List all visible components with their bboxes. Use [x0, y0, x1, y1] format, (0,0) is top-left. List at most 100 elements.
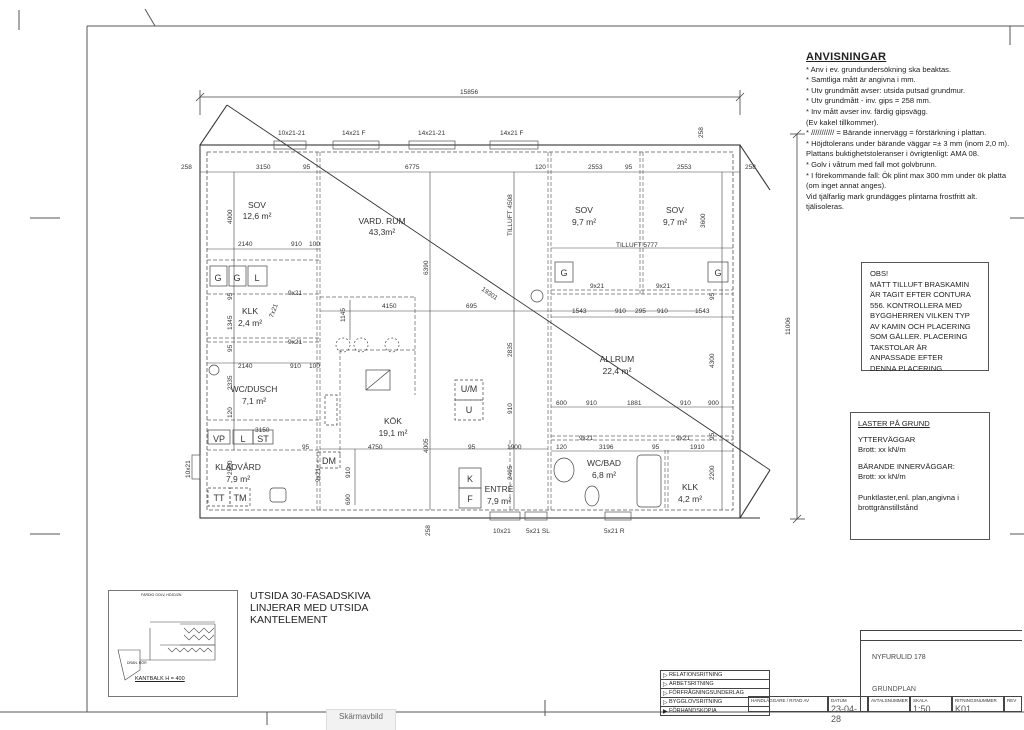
svg-text:3150: 3150 [256, 164, 271, 171]
room-area: 9,7 m² [663, 217, 687, 227]
detail-caption: KANTBALK H = 400 [135, 676, 185, 682]
door-label: 9x21 [288, 339, 302, 346]
laster-title: LASTER PÅ GRUND [858, 419, 930, 428]
avtalsnummer-field: AVTALSNUMMER [868, 696, 910, 712]
kantbalk-detail: KANTBALK H = 400 FÄRDIG GOLV, HÖJD/ZN DR… [108, 590, 238, 697]
svg-text:95: 95 [302, 444, 310, 451]
svg-text:910: 910 [657, 308, 668, 315]
fixture-label: G [560, 268, 567, 278]
svg-text:100: 100 [309, 241, 320, 248]
room-name: KLK [242, 306, 258, 316]
room-name: ENTRÉ [485, 484, 514, 494]
svg-text:120: 120 [535, 164, 546, 171]
svg-text:95: 95 [227, 292, 234, 300]
fixture-label: L [240, 434, 245, 444]
detail-label-top: FÄRDIG GOLV, HÖJD/ZN [141, 593, 182, 597]
window-label: 10x21 [185, 460, 192, 478]
svg-text:910: 910 [615, 308, 626, 315]
room-area: 2,4 m² [238, 318, 262, 328]
room-area: 4,2 m² [678, 494, 702, 504]
room-name: KLÄDVÅRD [215, 462, 261, 472]
room-area: 19,1 m² [379, 428, 408, 438]
svg-text:2500: 2500 [227, 460, 234, 475]
svg-text:3196: 3196 [599, 444, 614, 451]
door-label: 7x21 [268, 303, 280, 319]
svg-text:6390: 6390 [423, 260, 430, 275]
svg-text:910: 910 [507, 403, 514, 414]
fixture-label: G [714, 268, 721, 278]
svg-text:4750: 4750 [368, 444, 383, 451]
svg-text:1900: 1900 [507, 444, 522, 451]
svg-text:295: 295 [635, 308, 646, 315]
svg-text:910: 910 [291, 241, 302, 248]
room-name: SOV [575, 205, 593, 215]
room-name: WC/BAD [587, 458, 621, 468]
svg-text:258: 258 [181, 164, 192, 171]
window-label: 5x21 R [604, 528, 625, 535]
svg-text:695: 695 [466, 303, 477, 310]
room-name: WC/DUSCH [231, 384, 278, 394]
screenshot-tooltip: Skärmavbild [326, 709, 396, 730]
svg-text:TILLUFT 5777: TILLUFT 5777 [616, 242, 658, 249]
svg-text:2553: 2553 [588, 164, 603, 171]
fixture-label: TM [234, 493, 247, 503]
svg-text:1881: 1881 [627, 400, 642, 407]
svg-text:258: 258 [745, 164, 756, 171]
window-label: 14x21 F [500, 130, 524, 137]
room-area: 7,1 m² [242, 396, 266, 406]
svg-text:690: 690 [345, 494, 352, 505]
door-label: 9x21 [656, 283, 670, 290]
svg-text:95: 95 [709, 292, 716, 300]
fixture-label: U [466, 405, 473, 415]
drawing-title: GRUNDPLAN [872, 686, 916, 693]
window-label: 14x21 F [342, 130, 366, 137]
fixture-label: K [467, 474, 473, 484]
svg-text:2495: 2495 [507, 465, 514, 480]
project-name: NYFURULID 178 [872, 654, 926, 661]
room-name: VARD. RUM [358, 216, 405, 226]
svg-text:1910: 1910 [690, 444, 705, 451]
fixture-label: TT [214, 493, 225, 503]
window-label: 10x21-21 [278, 130, 305, 137]
title-block: NYFURULID 178 GRUNDPLAN ▷RELATIONSRITNIN… [660, 630, 1022, 724]
fixture-label: ST [257, 434, 269, 444]
svg-text:120: 120 [556, 444, 567, 451]
svg-text:95: 95 [652, 444, 660, 451]
svg-text:910: 910 [586, 400, 597, 407]
room-name: ALLRUM [600, 354, 634, 364]
svg-text:910: 910 [345, 467, 352, 478]
svg-text:3150: 3150 [255, 427, 270, 434]
room-name: SOV [248, 200, 266, 210]
svg-text:1543: 1543 [695, 308, 710, 315]
svg-text:6775: 6775 [405, 164, 420, 171]
fixture-label: VP [213, 434, 225, 444]
fixture-label: G [233, 273, 240, 283]
door-label: 9x21 [288, 290, 302, 297]
svg-text:95: 95 [303, 164, 311, 171]
svg-text:900: 900 [708, 400, 719, 407]
svg-text:600: 600 [556, 400, 567, 407]
room-area: 6,8 m² [592, 470, 616, 480]
fixture-label: L [254, 273, 259, 283]
svg-text:95: 95 [625, 164, 633, 171]
svg-text:3600: 3600 [700, 213, 707, 228]
svg-text:120: 120 [227, 407, 234, 418]
detail-label-bottom: DRÄN. RÖR [127, 661, 147, 665]
svg-text:1345: 1345 [227, 315, 234, 330]
svg-text:1145: 1145 [340, 308, 347, 322]
svg-text:2200: 2200 [709, 465, 716, 480]
svg-text:TILLUFT 4508: TILLUFT 4508 [507, 194, 514, 236]
room-name: KLK [682, 482, 698, 492]
room-area: 7,9 m² [487, 496, 511, 506]
room-area: 7,9 m² [226, 474, 250, 484]
overall-depth-label: 11006 [785, 317, 792, 335]
svg-text:19301: 19301 [480, 286, 499, 302]
svg-text:910: 910 [680, 400, 691, 407]
window-label: 5x21 SL [526, 528, 550, 535]
svg-text:4150: 4150 [382, 303, 397, 310]
svg-text:2835: 2835 [507, 342, 514, 357]
